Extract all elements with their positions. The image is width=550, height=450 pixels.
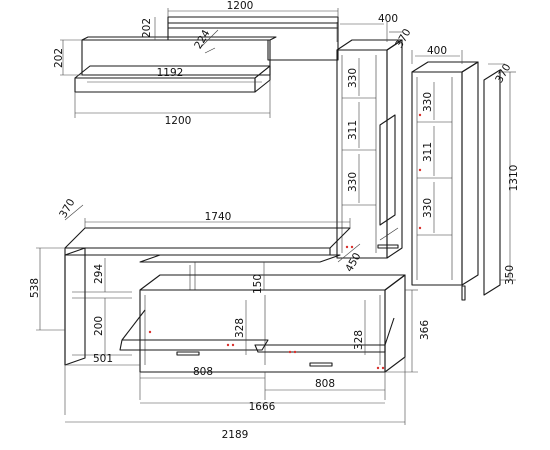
cab1-top bbox=[336, 39, 403, 51]
label-cab2-width: 400 bbox=[427, 45, 447, 57]
tv-base-front bbox=[139, 289, 386, 373]
label-cab2-depth: 370 bbox=[493, 62, 513, 85]
label-tv-drawer-height: 328 bbox=[234, 318, 246, 338]
label-drawer1-width: 808 bbox=[193, 366, 213, 378]
label-cab1-width: 400 bbox=[378, 13, 398, 25]
shelf-bracket bbox=[204, 47, 216, 54]
tv-base-side bbox=[384, 274, 406, 373]
cab1-dims bbox=[336, 22, 402, 203]
cabinet-1 bbox=[336, 39, 403, 259]
label-cab1-depth: 370 bbox=[393, 27, 413, 50]
cab1-drawer-handle bbox=[377, 244, 399, 249]
shelf-board-side bbox=[254, 65, 271, 93]
wall-shelf bbox=[74, 16, 339, 93]
label-cab2-shelf3: 330 bbox=[422, 198, 434, 218]
drawer1-handle bbox=[176, 351, 200, 356]
shelf-top-board bbox=[167, 16, 339, 24]
label-shelf-inner-width: 1192 bbox=[157, 67, 184, 79]
cab2-top bbox=[411, 61, 479, 73]
label-shelf-top-height: 202 bbox=[141, 18, 153, 38]
label-tv-top-depth: 450 bbox=[343, 251, 363, 274]
tv-top-board bbox=[64, 227, 351, 249]
cab2-handle bbox=[461, 285, 466, 301]
label-cab2-shelf2: 311 bbox=[422, 142, 434, 162]
tv-dims bbox=[36, 204, 418, 425]
shelf-upper-back bbox=[167, 27, 339, 61]
label-cab1-shelf1: 330 bbox=[347, 68, 359, 88]
tv-left-side bbox=[64, 247, 86, 366]
tv-top-board-edge bbox=[64, 247, 331, 256]
tv-drawer-flap-1 bbox=[119, 339, 269, 351]
cab1-glass-door bbox=[379, 114, 396, 226]
label-shelf-back-height: 202 bbox=[53, 48, 65, 68]
label-shelf-depth: 224 bbox=[192, 28, 213, 52]
tv-drawer-flap-2 bbox=[254, 344, 386, 353]
label-tv-depth: 370 bbox=[57, 197, 77, 220]
label-tv-side-height: 366 bbox=[419, 320, 431, 340]
label-tv-upper-gap: 294 bbox=[93, 264, 105, 284]
cabinet-2-door bbox=[461, 69, 501, 301]
cab1-side bbox=[386, 39, 403, 259]
label-tv-lower-gap: 200 bbox=[93, 316, 105, 336]
label-shelf-bottom-width: 1200 bbox=[165, 115, 192, 127]
shelf-top-edge bbox=[167, 22, 339, 29]
tv-base-top bbox=[139, 274, 406, 291]
label-tv-top-width: 1740 bbox=[205, 211, 232, 223]
label-tv-upper-center: 150 bbox=[252, 274, 264, 294]
label-cab2-height: 1310 bbox=[508, 165, 520, 192]
cabinet-2 bbox=[411, 61, 479, 286]
label-total-width: 2189 bbox=[222, 429, 249, 441]
label-cab2-shelf1: 330 bbox=[422, 92, 434, 112]
cab2-front bbox=[411, 71, 463, 286]
label-drawer-span: 1666 bbox=[249, 401, 276, 413]
label-cab2-base: 350 bbox=[504, 265, 516, 285]
shelf-dims bbox=[60, 8, 339, 118]
label-shelf-back-width: 1200 bbox=[227, 0, 254, 12]
label-drawer2-width: 808 bbox=[315, 378, 335, 390]
label-cab1-shelf2: 311 bbox=[347, 120, 359, 140]
shelf-board-front bbox=[74, 77, 256, 93]
label-cab1-shelf3: 330 bbox=[347, 172, 359, 192]
label-tv-drawer-height-right: 328 bbox=[353, 330, 365, 350]
label-tv-height: 538 bbox=[29, 278, 41, 298]
cab2-dims bbox=[411, 50, 516, 281]
label-tv-left-width: 501 bbox=[93, 353, 113, 365]
tv-middle-top bbox=[139, 254, 341, 263]
cab2-side bbox=[461, 61, 479, 286]
drawer2-handle bbox=[309, 362, 333, 367]
cab2-door-panel bbox=[483, 69, 501, 296]
